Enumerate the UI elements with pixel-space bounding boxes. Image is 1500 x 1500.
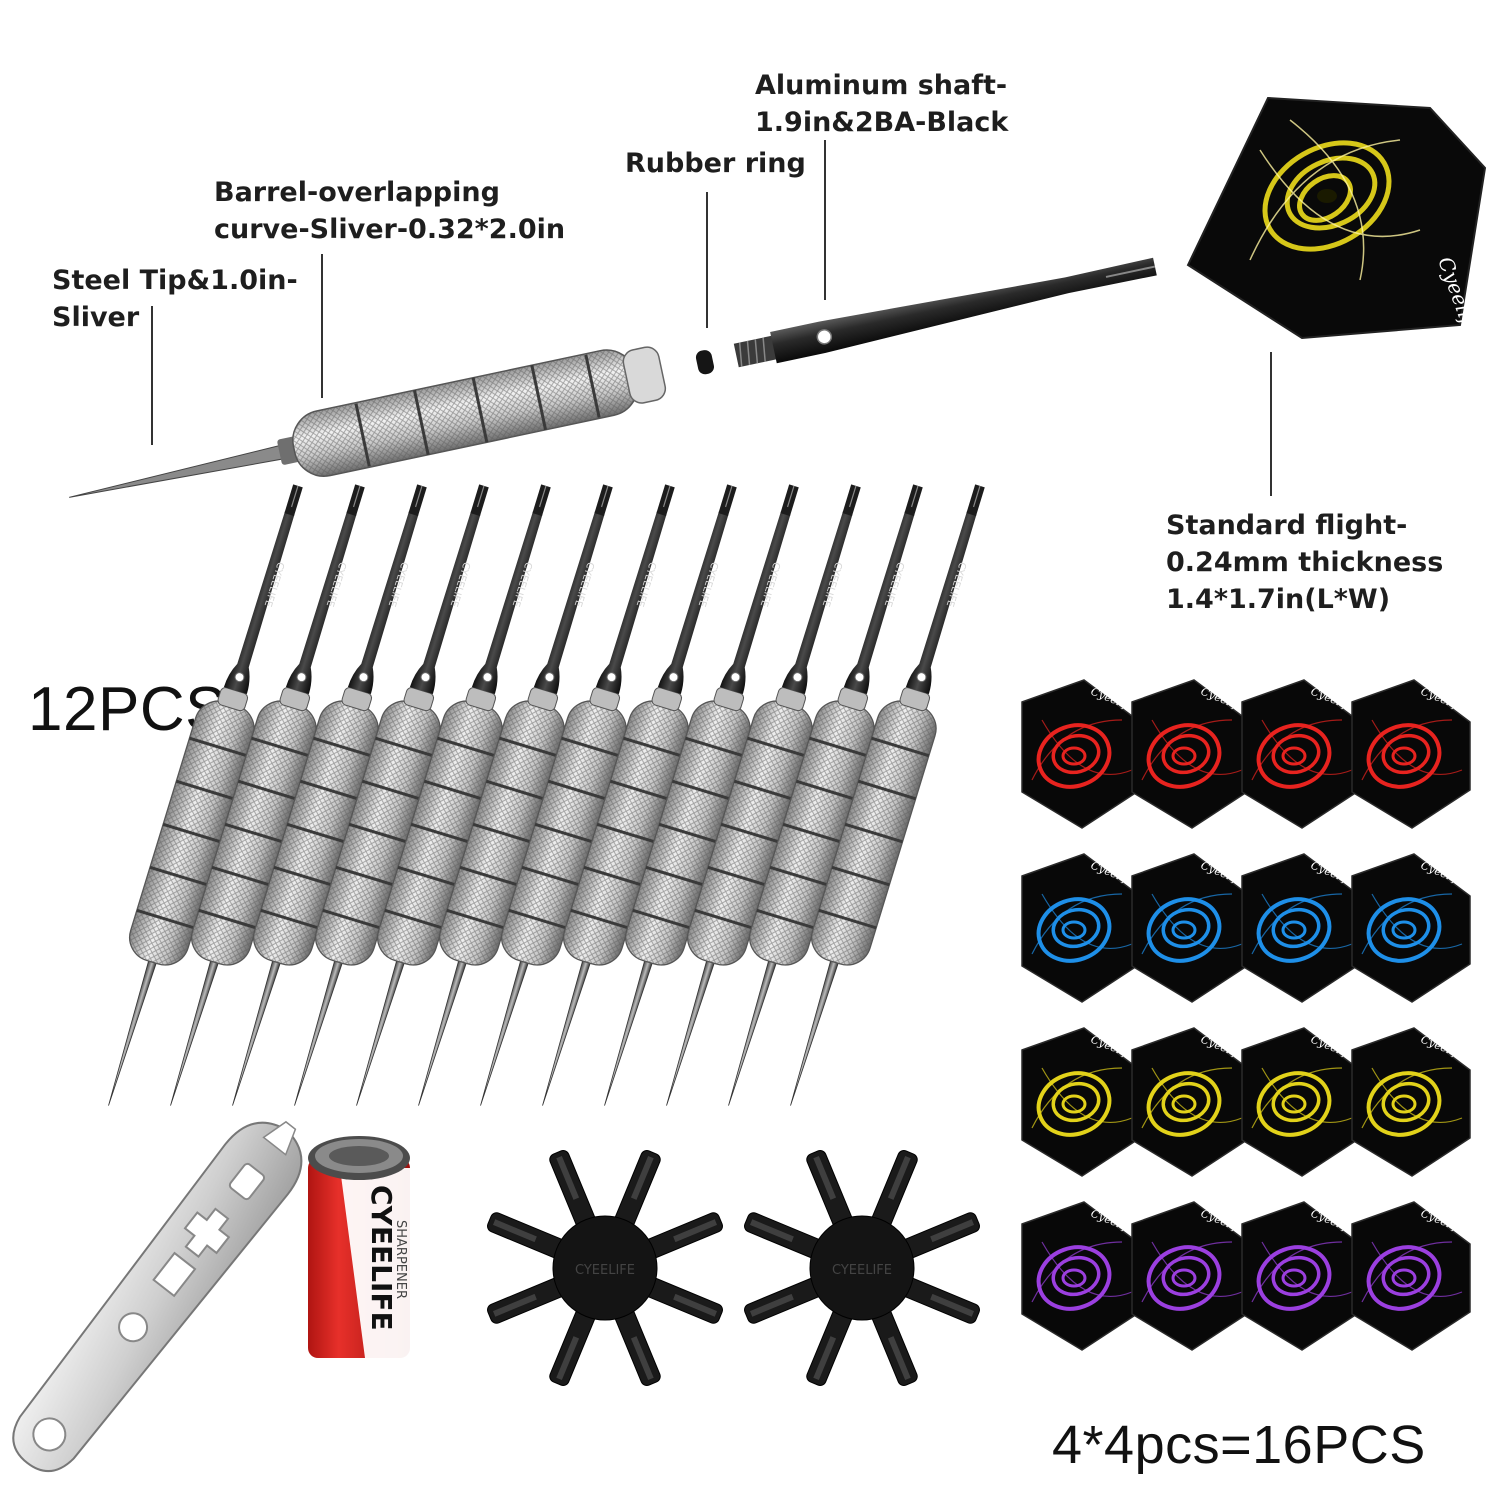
leader-lines xyxy=(151,140,1272,496)
label-flight-line2: 0.24mm thickness xyxy=(1166,547,1444,578)
exploded-dart xyxy=(69,257,1157,498)
label-flight: Standard flight- 0.24mm thickness 1.4*1.… xyxy=(1166,507,1443,618)
steel-tip xyxy=(69,444,287,498)
dart-1: CYEELIFE xyxy=(108,484,303,1106)
sharpener-brand: CYEELIFE xyxy=(365,1185,398,1331)
protector-brand: CYEELIFE xyxy=(575,1263,635,1278)
dart-11: CYEELIFE xyxy=(728,484,923,1106)
flight-2-2: Cyeelife xyxy=(1131,853,1251,1003)
flight-3-2: Cyeelife xyxy=(1131,1027,1251,1177)
dart-8: CYEELIFE xyxy=(542,484,737,1106)
dart-4: CYEELIFE xyxy=(294,484,489,1106)
dart-3: CYEELIFE xyxy=(232,484,427,1106)
flight-protector-2: CYEELIFE xyxy=(744,1150,980,1386)
label-steel-tip-line2: Sliver xyxy=(52,302,140,333)
sharpener-caption: SHARPENER xyxy=(393,1220,408,1299)
dart-7: CYEELIFE xyxy=(480,484,675,1106)
aluminum-shaft xyxy=(770,257,1157,364)
label-rubber-ring: Rubber ring xyxy=(625,145,806,182)
protector-brand: CYEELIFE xyxy=(832,1263,892,1278)
label-steel-tip-line1: Steel Tip&1.0in- xyxy=(52,265,298,296)
flight-1-2: Cyeelife xyxy=(1131,679,1251,829)
flight-4-3: Cyeelife xyxy=(1241,1201,1361,1351)
flight-3-1: Cyeelife xyxy=(1021,1027,1141,1177)
label-shaft-line2: 1.9in&2BA-Black xyxy=(755,107,1009,138)
flight-protectors: CYEELIFE CYEELIFE xyxy=(487,1150,980,1386)
flight-protector-1: CYEELIFE xyxy=(487,1150,723,1386)
label-flight-line1: Standard flight- xyxy=(1166,510,1408,541)
dart-2: CYEELIFE xyxy=(170,484,365,1106)
dart-9: CYEELIFE xyxy=(604,484,799,1106)
dart-sharpener: CYEELIFE SHARPENER xyxy=(308,1136,410,1358)
flight-1-1: Cyeelife xyxy=(1021,679,1141,829)
flight-2-3: Cyeelife xyxy=(1241,853,1361,1003)
label-barrel-line2: curve-Sliver-0.32*2.0in xyxy=(214,214,566,245)
flight-4-2: Cyeelife xyxy=(1131,1201,1251,1351)
dart-10: CYEELIFE xyxy=(666,484,861,1106)
dart-tool-wrench xyxy=(12,1120,303,1472)
feature-flight: Cyeelife xyxy=(1186,96,1487,339)
flight-count-label: 4*4pcs=16PCS xyxy=(1052,1415,1426,1475)
flight-1-3: Cyeelife xyxy=(1241,679,1361,829)
label-barrel: Barrel-overlapping curve-Sliver-0.32*2.0… xyxy=(214,174,565,248)
label-steel-tip: Steel Tip&1.0in- Sliver xyxy=(52,262,298,336)
dart-6: CYEELIFE xyxy=(418,484,613,1106)
flight-3-3: Cyeelife xyxy=(1241,1027,1361,1177)
dart-12: CYEELIFE xyxy=(790,484,985,1106)
flight-2-1: Cyeelife xyxy=(1021,853,1141,1003)
rubber-ring xyxy=(695,350,714,375)
label-barrel-line1: Barrel-overlapping xyxy=(214,177,500,208)
flight-3-4: Cyeelife xyxy=(1351,1027,1471,1177)
dart-5: CYEELIFE xyxy=(356,484,551,1106)
flight-1-4: Cyeelife xyxy=(1351,679,1471,829)
label-flight-line3: 1.4*1.7in(L*W) xyxy=(1166,584,1391,615)
shaft-thread xyxy=(733,335,778,368)
flight-2-4: Cyeelife xyxy=(1351,853,1471,1003)
label-shaft-line1: Aluminum shaft- xyxy=(755,70,1008,101)
flight-4-1: Cyeelife xyxy=(1021,1201,1141,1351)
label-rubber-ring-line1: Rubber ring xyxy=(625,148,806,179)
flight-4-4: Cyeelife xyxy=(1351,1201,1471,1351)
label-shaft: Aluminum shaft- 1.9in&2BA-Black xyxy=(755,67,1008,141)
